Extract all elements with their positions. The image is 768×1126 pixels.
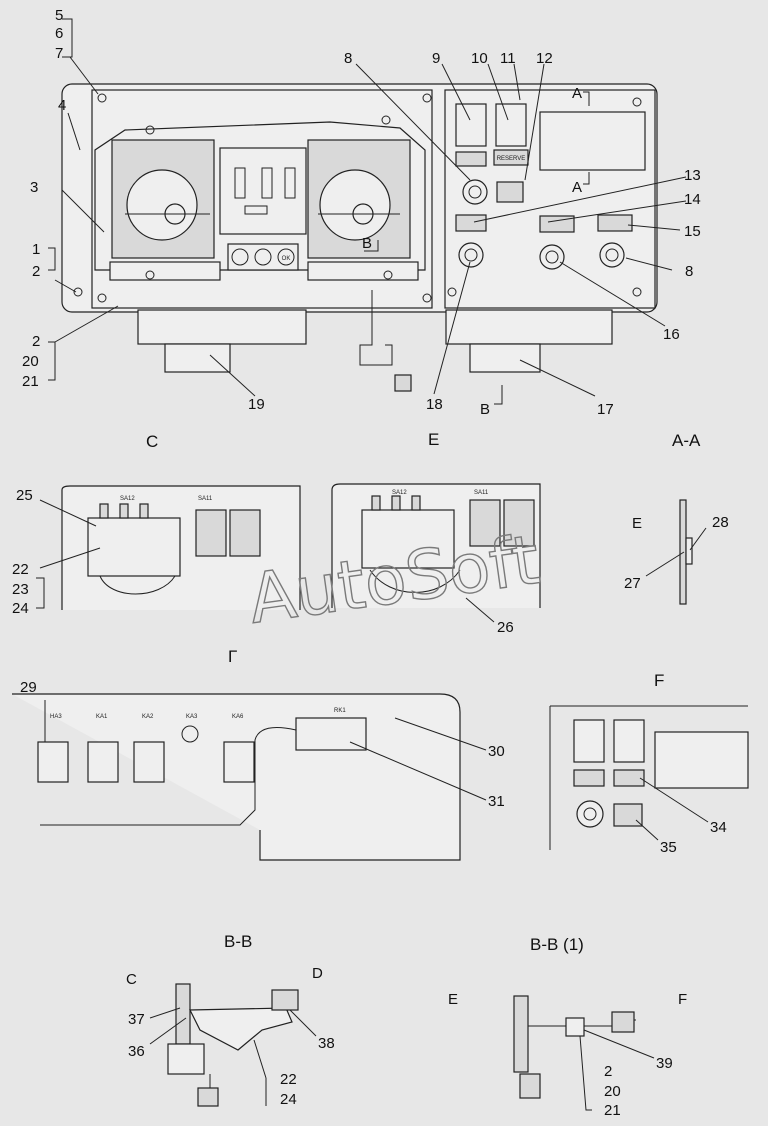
callout-35: 35 (660, 839, 677, 856)
tag-ka6: KA6 (232, 714, 244, 720)
view-bb1-title: B-B (1) (530, 935, 584, 954)
tag-fu1-c: SA12 (120, 496, 135, 502)
callout-9: 9 (432, 50, 440, 67)
section-mark-b-bottom: B (480, 401, 490, 418)
callout-37: 37 (128, 1011, 145, 1028)
main-leaders (48, 18, 687, 405)
callout-28: 28 (712, 514, 729, 531)
reserve-label-text: RESERVE (497, 156, 526, 162)
callout-12: 12 (536, 50, 553, 67)
callout-10: 10 (471, 50, 488, 67)
view-aa: A-A E 28 27 (624, 431, 729, 605)
callout-22-c: 22 (12, 561, 29, 578)
ok-key-text: OK (282, 256, 291, 262)
callout-2-bottom: 2 (32, 333, 40, 350)
control-keys (227, 243, 299, 271)
tag-ka3: KA3 (186, 714, 198, 720)
section-mark-a-top: A (572, 85, 582, 102)
callout-16: 16 (663, 326, 680, 343)
callout-29: 29 (20, 679, 37, 696)
section-mark-a-bottom: A (572, 179, 582, 196)
tag-sa12-c: SA11 (198, 496, 213, 502)
tag-ka2: KA2 (142, 714, 154, 720)
tag-sa12-e: SA11 (474, 490, 489, 496)
callout-19: 19 (248, 396, 265, 413)
tag-ka1: KA1 (96, 714, 108, 720)
view-aa-title: A-A (672, 431, 701, 450)
view-bb1: B-B (1) E F 39 2 20 21 (448, 935, 687, 1119)
dashboard-panel: OK RESERVE (61, 83, 658, 392)
callout-26: 26 (497, 619, 514, 636)
callout-22-bb: 22 (280, 1071, 297, 1088)
view-c: C SA12 SA11 25 22 23 24 (12, 432, 301, 617)
callout-14: 14 (684, 191, 701, 208)
view-f-title: F (654, 671, 664, 690)
view-bb: B-B C D 37 36 38 22 24 (126, 932, 335, 1108)
section-mark-b-left: B (362, 235, 372, 252)
callout-7: 7 (55, 45, 63, 62)
view-g: Г HA3 KA1 KA2 KA3 KA6 RK1 29 30 31 (12, 647, 505, 861)
tag-fu1-e: SA12 (392, 490, 407, 496)
mark-f-bb1: F (678, 991, 687, 1008)
callout-31: 31 (488, 793, 505, 810)
callout-30: 30 (488, 743, 505, 760)
callout-3: 3 (30, 179, 38, 196)
callout-8-top: 8 (344, 50, 352, 67)
callout-18: 18 (426, 396, 443, 413)
callout-39: 39 (656, 1055, 673, 1072)
center-display (219, 147, 307, 235)
callout-5: 5 (55, 7, 63, 24)
mark-c-bb: C (126, 971, 137, 988)
mark-e-aa: E (632, 515, 642, 532)
callout-4: 4 (58, 97, 66, 114)
callout-6: 6 (55, 25, 63, 42)
callout-17: 17 (597, 401, 614, 418)
view-bb-title: B-B (224, 932, 252, 951)
view-c-title: C (146, 432, 158, 451)
callout-36: 36 (128, 1043, 145, 1060)
mark-e-bb1: E (448, 991, 458, 1008)
callout-15: 15 (684, 223, 701, 240)
callout-1: 1 (32, 241, 40, 258)
view-e-title: E (428, 430, 439, 449)
callout-24-c: 24 (12, 600, 29, 617)
callout-8-right: 8 (685, 263, 693, 280)
view-g-title: Г (228, 647, 237, 666)
callout-38: 38 (318, 1035, 335, 1052)
callout-2-bb1: 2 (604, 1063, 612, 1080)
callout-13: 13 (684, 167, 701, 184)
callout-21: 21 (22, 373, 39, 390)
cover-plate (539, 111, 646, 171)
callout-21-bb1: 21 (604, 1102, 621, 1119)
callout-20-bb1: 20 (604, 1083, 621, 1100)
callout-2-top: 2 (32, 263, 40, 280)
view-f: F 34 35 (549, 671, 749, 856)
callout-27: 27 (624, 575, 641, 592)
callout-23: 23 (12, 581, 29, 598)
callout-20: 20 (22, 353, 39, 370)
callout-24-bb: 24 (280, 1091, 297, 1108)
view-e: E SA12 SA11 26 (331, 430, 541, 636)
callout-11: 11 (500, 50, 516, 67)
callout-34: 34 (710, 819, 727, 836)
callout-25: 25 (16, 487, 33, 504)
mark-d-bb: D (312, 965, 323, 982)
tag-rk1: RK1 (334, 708, 346, 714)
tag-ha3: HA3 (50, 714, 62, 720)
